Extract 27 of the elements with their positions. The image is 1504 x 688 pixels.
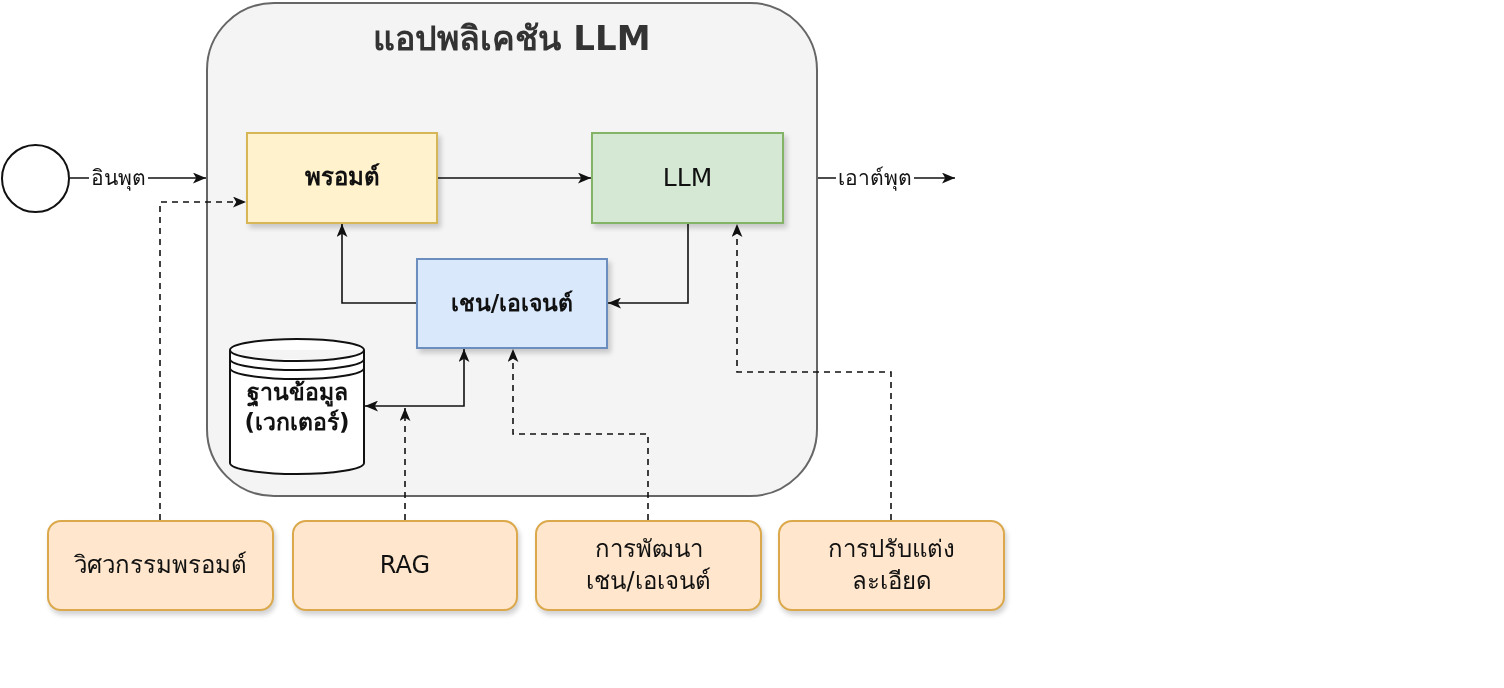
technique-box [778, 520, 1005, 611]
dashed-arrow [731, 223, 892, 521]
application-container [206, 2, 818, 497]
process-box [591, 132, 784, 224]
container-title: แอปพลิเคชัน LLM [373, 17, 651, 60]
node-label: LLM [662, 161, 713, 194]
double-arrow [364, 348, 470, 412]
node-label: วิศวกรรมพรอมต์ [74, 549, 247, 581]
node-label: ฐานข้อมูล (เวกเตอร์) [243, 378, 351, 437]
technique-box [535, 520, 762, 611]
arrow [437, 172, 592, 184]
process-box [246, 132, 438, 224]
dashed-arrow [159, 196, 247, 521]
dashed-arrow [507, 348, 649, 521]
node-label: การปรับแต่งละเอียด [827, 534, 956, 597]
technique-box [47, 520, 274, 611]
arrow [336, 223, 417, 304]
dashed-arrow [399, 407, 411, 521]
edge-label: เอาต์พุต [836, 164, 914, 192]
arrow [607, 223, 689, 309]
node-label: พรอมต์ [304, 162, 380, 194]
node-label: RAG [379, 549, 431, 581]
process-box [416, 258, 608, 349]
technique-box [292, 520, 518, 611]
node-label: การพัฒนาเชน/เอเจนต์ [585, 534, 712, 597]
node-label: เชน/เอเจนต์ [450, 288, 574, 318]
database-cylinder [229, 338, 365, 476]
